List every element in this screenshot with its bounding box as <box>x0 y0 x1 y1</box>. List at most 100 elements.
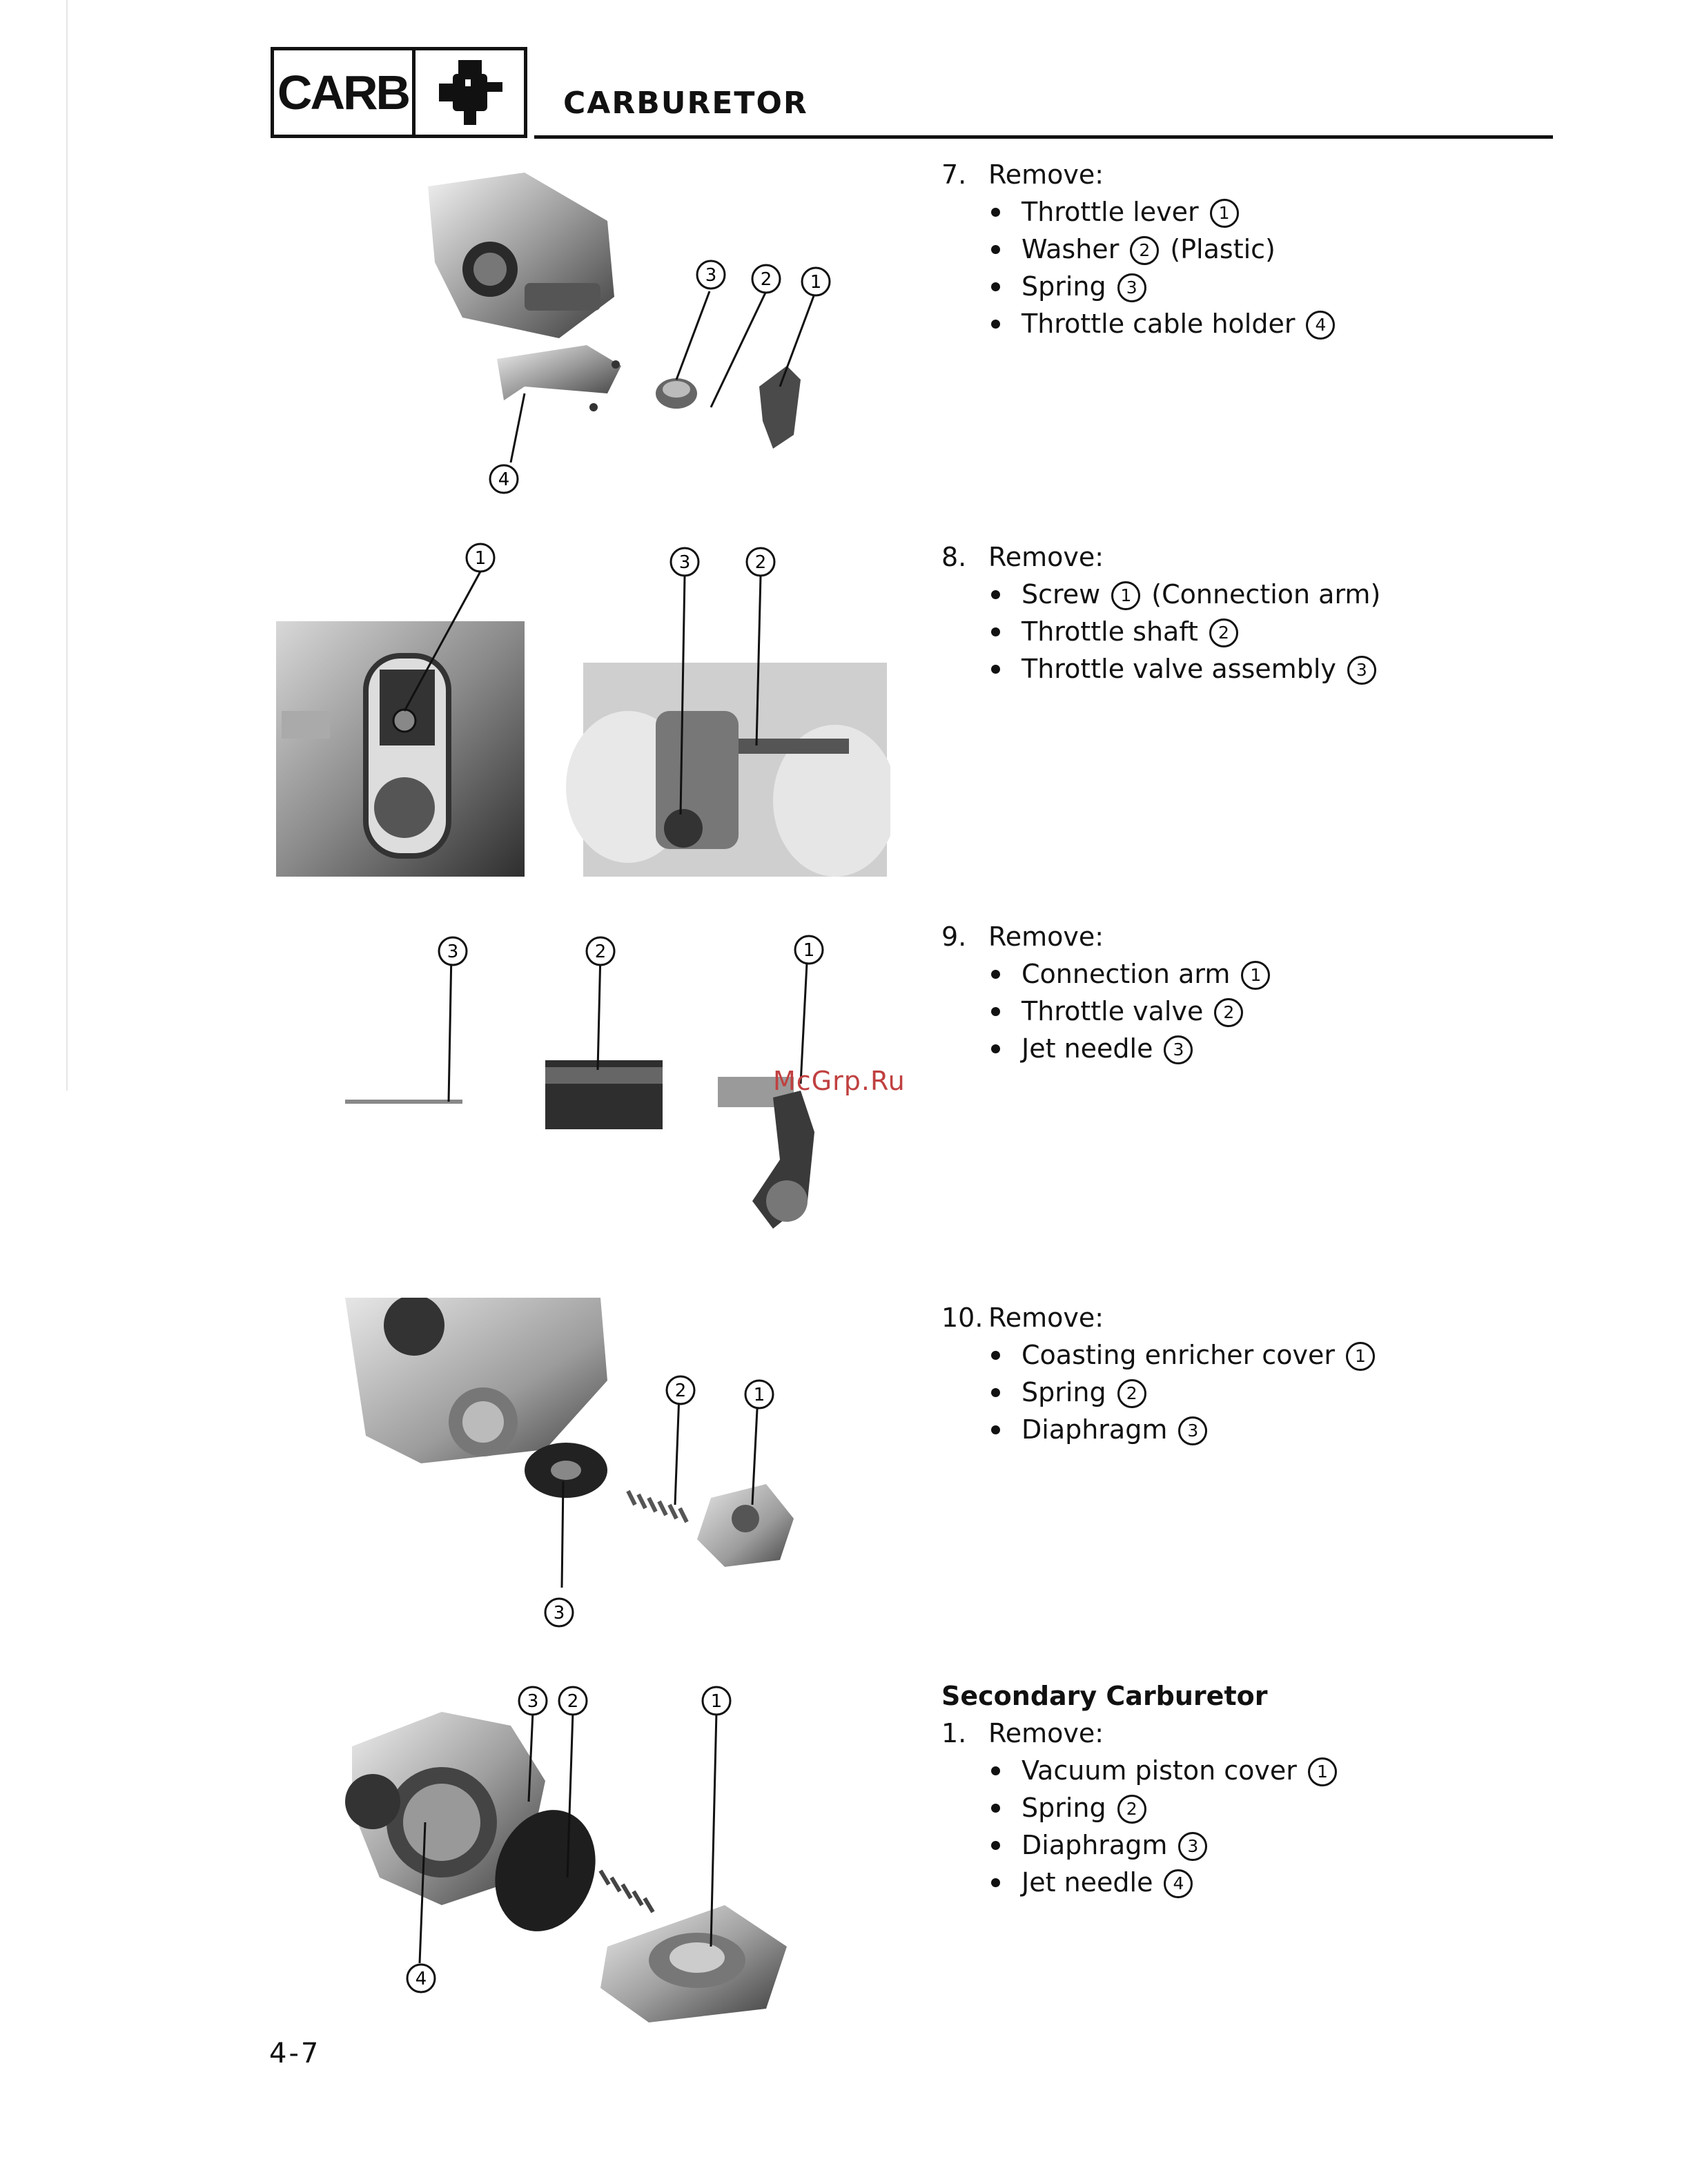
step-action: Remove: <box>988 542 1104 572</box>
secondary-carburetor-body-image <box>345 1712 545 1905</box>
svg-text:2: 2 <box>675 1381 687 1401</box>
spring-image <box>626 1490 689 1523</box>
callout-number: 2 <box>1209 618 1238 647</box>
photo-hands-removing-shaft <box>566 663 890 877</box>
scan-margin-line <box>66 0 68 1091</box>
svg-text:2: 2 <box>755 552 767 573</box>
callout-number: 3 <box>1178 1832 1208 1861</box>
step-number: 7. <box>941 159 967 190</box>
callout-3: 3 <box>669 547 700 577</box>
carburetor-body-image <box>345 1298 607 1463</box>
section-badge: CARB <box>271 47 527 138</box>
callout-number: 2 <box>1130 236 1160 265</box>
callout-number: 3 <box>1117 273 1146 302</box>
callout-4: 4 <box>406 1963 436 1993</box>
callout-number: 4 <box>1306 311 1336 340</box>
step-action: Remove: <box>988 159 1104 190</box>
step-number: 8. <box>941 542 967 572</box>
svg-text:4: 4 <box>498 469 510 490</box>
callout-number: 2 <box>1117 1795 1146 1824</box>
figure-coasting-enricher: 2 1 3 <box>345 1298 794 1628</box>
callout-number: 1 <box>1345 1342 1375 1371</box>
callout-number: 3 <box>1178 1416 1208 1445</box>
svg-text:1: 1 <box>803 940 815 961</box>
page-title: CARBURETOR <box>563 86 808 121</box>
svg-text:3: 3 <box>705 265 717 286</box>
callout-4: 4 <box>489 464 519 494</box>
item-note: (Plastic) <box>1170 234 1275 264</box>
carburetor-body-image <box>428 173 614 338</box>
callout-2: 2 <box>585 936 616 966</box>
figure-throttle-lever-parts: 3 2 1 4 <box>428 173 831 494</box>
callout-3: 3 <box>696 260 726 290</box>
svg-text:3: 3 <box>679 552 691 573</box>
callout-3: 3 <box>544 1597 574 1628</box>
callout-3: 3 <box>518 1686 548 1716</box>
callout-2: 2 <box>745 547 776 577</box>
svg-text:3: 3 <box>527 1691 539 1712</box>
header-rule <box>534 135 1553 139</box>
callout-1: 1 <box>465 543 496 573</box>
enricher-cover-image <box>697 1484 794 1567</box>
callout-1: 1 <box>794 935 824 965</box>
callout-number: 1 <box>1307 1757 1337 1786</box>
callout-3: 3 <box>438 936 468 966</box>
callout-number: 2 <box>1117 1379 1146 1408</box>
item-note: (Connection arm) <box>1151 579 1381 610</box>
callout-number: 1 <box>1241 961 1271 990</box>
svg-text:3: 3 <box>554 1603 565 1624</box>
step-number: 1. <box>941 1718 967 1748</box>
svg-text:4: 4 <box>416 1969 427 1989</box>
vacuum-piston-cover-image <box>600 1905 787 2022</box>
figure-throttle-shaft-removal: 1 3 2 <box>276 543 890 877</box>
step-number: 10. <box>941 1303 984 1333</box>
svg-text:2: 2 <box>761 269 772 290</box>
callout-number: 3 <box>1347 656 1376 685</box>
svg-text:2: 2 <box>595 942 607 962</box>
throttle-lever-image <box>759 366 801 449</box>
svg-text:3: 3 <box>447 942 459 962</box>
callout-number: 4 <box>1164 1869 1193 1898</box>
callout-number: 1 <box>1209 199 1239 228</box>
watermark: McGrp.Ru <box>773 1066 906 1096</box>
svg-text:1: 1 <box>754 1385 765 1405</box>
carburetor-icon <box>416 50 524 135</box>
callout-number: 3 <box>1164 1035 1193 1064</box>
page-number: 4-7 <box>269 2038 321 2069</box>
secondary-step-1: Secondary Carburetor 1.Remove: Vacuum pi… <box>941 1677 1337 1901</box>
svg-text:1: 1 <box>475 548 487 569</box>
step-action: Remove: <box>988 1718 1104 1748</box>
callout-2: 2 <box>751 264 781 294</box>
callout-1: 1 <box>701 1686 732 1716</box>
figure-secondary-vacuum-piston: 3 2 1 4 <box>345 1686 787 2022</box>
callout-1: 1 <box>744 1379 774 1410</box>
step-action: Remove: <box>988 922 1104 952</box>
photo-carburetor-throttle-bore <box>276 621 525 877</box>
connection-arm-image <box>718 1077 814 1229</box>
callout-2: 2 <box>665 1375 696 1405</box>
callout-number: 1 <box>1111 581 1141 610</box>
spring-image <box>598 1869 655 1913</box>
step-number: 9. <box>941 922 967 952</box>
figure-throttle-valve-parts: 3 2 1 <box>345 935 824 1229</box>
svg-text:1: 1 <box>711 1691 723 1712</box>
